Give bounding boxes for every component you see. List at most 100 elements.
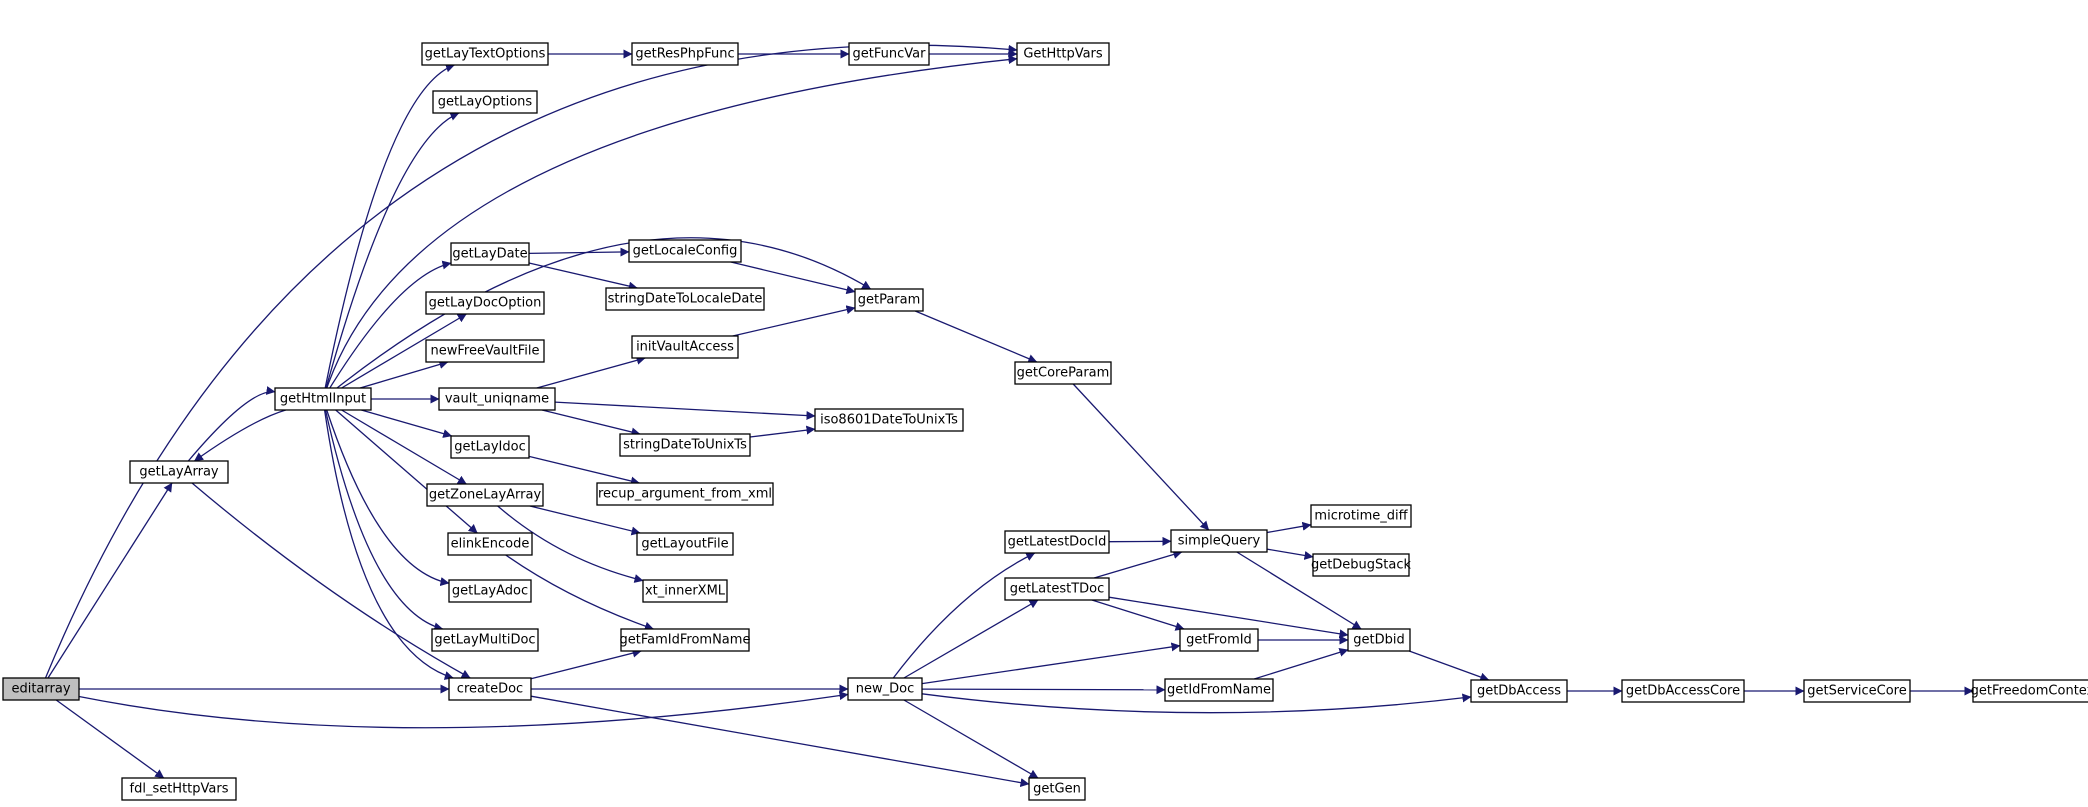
edge-getZoneLayArray-to-xt_innerXML — [497, 505, 644, 583]
node-editarray[interactable]: editarray — [2, 677, 80, 701]
node-iso8601DateToUnixTs[interactable]: iso8601DateToUnixTs — [814, 408, 964, 432]
node-box — [432, 90, 538, 114]
node-box — [431, 628, 539, 652]
node-label: editarray — [11, 682, 70, 697]
node-getDebugStack[interactable]: getDebugStack — [1311, 553, 1412, 577]
edge-getHtmlInput-to-getLayDocOption — [341, 313, 467, 389]
node-label: getLayMultiDoc — [434, 633, 535, 648]
node-getZoneLayArray[interactable]: getZoneLayArray — [426, 483, 544, 507]
node-getLayMultiDoc[interactable]: getLayMultiDoc — [431, 628, 539, 652]
node-xt_innerXML[interactable]: xt_innerXML — [642, 579, 728, 603]
edge-new_Doc-to-getLatestTDoc — [903, 599, 1039, 679]
node-getGen[interactable]: getGen — [1028, 777, 1086, 801]
node-box — [1004, 530, 1110, 554]
node-label: getServiceCore — [1807, 684, 1906, 699]
edge-getZoneLayArray-to-getLayoutFile — [529, 505, 641, 536]
edge-getParam-to-getCoreParam — [914, 310, 1038, 363]
node-label: new_Doc — [856, 682, 914, 697]
edge-simpleQuery-to-getDbid — [1236, 551, 1362, 630]
node-box — [1004, 577, 1110, 601]
node-getFuncVar[interactable]: getFuncVar — [848, 42, 930, 66]
node-box — [847, 677, 923, 701]
edge-getLayDate-to-getLocaleConfig — [528, 247, 630, 257]
node-getParam[interactable]: getParam — [854, 288, 924, 312]
node-getDbAccess[interactable]: getDbAccess — [1470, 679, 1568, 703]
node-label: initVaultAccess — [636, 340, 734, 355]
node-label: vault_uniqname — [445, 392, 549, 407]
node-getLayTextOptions[interactable]: getLayTextOptions — [421, 42, 549, 66]
node-box — [631, 42, 739, 66]
edge-editarray-to-GetHttpVars — [44, 44, 1018, 679]
node-box — [814, 408, 964, 432]
edge-new_Doc-to-getGen — [903, 699, 1039, 779]
node-box — [425, 291, 545, 315]
edge-getHtmlInput-to-getLayArray — [194, 409, 286, 462]
node-label: getLatestTDoc — [1010, 582, 1105, 597]
node-stringDateToUnixTs[interactable]: stringDateToUnixTs — [619, 433, 751, 457]
node-getLocaleConfig[interactable]: getLocaleConfig — [628, 239, 742, 263]
node-getFromId[interactable]: getFromId — [1179, 628, 1259, 652]
node-simpleQuery[interactable]: simpleQuery — [1170, 529, 1268, 553]
node-getResPhpFunc[interactable]: getResPhpFunc — [631, 42, 739, 66]
node-getLatestDocId[interactable]: getLatestDocId — [1004, 530, 1110, 554]
node-label: GetHttpVars — [1023, 47, 1103, 62]
node-initVaultAccess[interactable]: initVaultAccess — [631, 335, 739, 359]
node-label: getCoreParam — [1017, 366, 1110, 381]
node-label: getDbAccessCore — [1626, 684, 1740, 699]
node-label: getLayOptions — [438, 95, 533, 110]
node-getLayDocOption[interactable]: getLayDocOption — [425, 291, 545, 315]
node-elinkEncode[interactable]: elinkEncode — [447, 532, 533, 556]
node-newFreeVaultFile[interactable]: newFreeVaultFile — [425, 339, 545, 363]
node-getFamIdFromName[interactable]: getFamIdFromName — [620, 628, 751, 652]
node-new_Doc[interactable]: new_Doc — [847, 677, 923, 701]
node-box — [450, 435, 530, 459]
node-getLayDate[interactable]: getLayDate — [450, 242, 530, 266]
node-recup_argument_from_xml[interactable]: recup_argument_from_xml — [596, 482, 774, 506]
node-microtime_diff[interactable]: microtime_diff — [1310, 504, 1412, 528]
node-getLayArray[interactable]: getLayArray — [129, 460, 229, 484]
node-label: getFamIdFromName — [620, 633, 751, 648]
node-getCoreParam[interactable]: getCoreParam — [1014, 361, 1112, 385]
node-getLayIdoc[interactable]: getLayIdoc — [450, 435, 530, 459]
node-getIdFromName[interactable]: getIdFromName — [1164, 678, 1274, 702]
node-box — [619, 433, 751, 457]
edge-getLatestTDoc-to-getDbid — [1108, 596, 1349, 639]
node-label: getLatestDocId — [1008, 535, 1107, 550]
node-box — [1170, 529, 1268, 553]
node-box — [448, 677, 532, 701]
node-createDoc[interactable]: createDoc — [448, 677, 532, 701]
edge-getLatestTDoc-to-getFromId — [1091, 599, 1185, 631]
node-getFreedomContext[interactable]: getFreedomContext — [1971, 679, 2088, 703]
edge-createDoc-to-getGen — [530, 695, 1030, 788]
node-label: getLayDate — [452, 247, 527, 262]
edge-getHtmlInput-to-getLayTextOptions — [324, 63, 455, 389]
node-getLatestTDoc[interactable]: getLatestTDoc — [1004, 577, 1110, 601]
node-box — [1347, 628, 1411, 652]
node-getServiceCore[interactable]: getServiceCore — [1803, 679, 1911, 703]
node-label: getLayDocOption — [429, 296, 542, 311]
edge-editarray-to-new_Doc — [78, 691, 849, 729]
node-label: getIdFromName — [1167, 683, 1271, 698]
node-box — [1621, 679, 1745, 703]
node-GetHttpVars[interactable]: GetHttpVars — [1016, 42, 1110, 66]
node-label: createDoc — [457, 682, 523, 697]
node-label: getFreedomContext — [1971, 684, 2088, 699]
node-fdl_setHttpVars[interactable]: fdl_setHttpVars — [121, 777, 237, 801]
node-label: getParam — [858, 293, 921, 308]
edge-getHtmlInput-to-getLayIdoc — [361, 409, 453, 438]
node-vault_uniqname[interactable]: vault_uniqname — [438, 387, 556, 411]
node-stringDateToLocaleDate[interactable]: stringDateToLocaleDate — [605, 287, 765, 311]
node-getDbAccessCore[interactable]: getDbAccessCore — [1621, 679, 1745, 703]
edge-getHtmlInput-to-createDoc — [323, 409, 454, 680]
node-label: getDbAccess — [1477, 684, 1561, 699]
node-label: microtime_diff — [1314, 509, 1408, 524]
node-getDbid[interactable]: getDbid — [1347, 628, 1411, 652]
node-getLayAdoc[interactable]: getLayAdoc — [448, 579, 532, 603]
node-getLayOptions[interactable]: getLayOptions — [432, 90, 538, 114]
node-box — [1312, 553, 1410, 577]
node-label: getLayoutFile — [641, 537, 728, 552]
node-label: getLayTextOptions — [425, 47, 546, 62]
node-getLayoutFile[interactable]: getLayoutFile — [636, 532, 734, 556]
node-getHtmlInput[interactable]: getHtmlInput — [274, 387, 372, 411]
edge-getCoreParam-to-simpleQuery — [1072, 383, 1210, 531]
